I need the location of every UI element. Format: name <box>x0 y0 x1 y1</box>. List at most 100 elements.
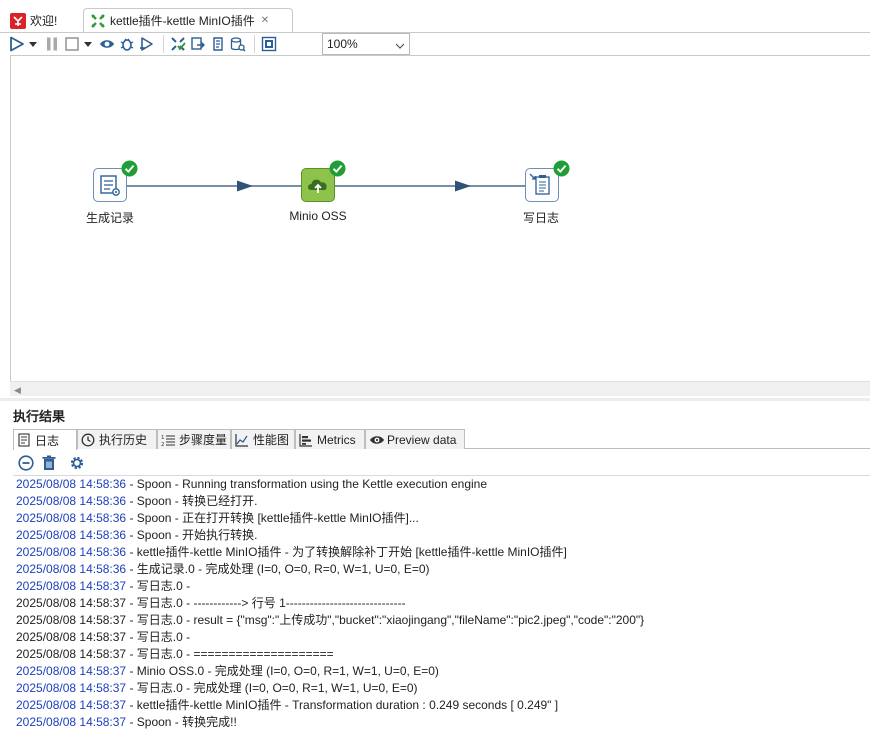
transformation-canvas[interactable]: 生成记录 Minio OSS 写日志 <box>10 55 870 396</box>
log-message: - Spoon - Running transformation using t… <box>126 477 487 491</box>
panel-sash[interactable] <box>0 398 870 401</box>
run-dropdown-icon[interactable] <box>28 35 38 53</box>
svg-text:1: 1 <box>161 435 165 441</box>
step-minio-oss[interactable] <box>301 168 335 202</box>
tab-metrics[interactable]: Metrics <box>295 429 365 449</box>
log-message: - 写日志.0 - 完成处理 (I=0, O=0, R=1, W=1, U=0,… <box>126 681 418 695</box>
explore-db-icon[interactable] <box>229 35 247 53</box>
log-line: 2025/08/08 14:58:37 - 写日志.0 - result = {… <box>16 612 870 629</box>
tab-preview-data[interactable]: Preview data <box>365 429 465 449</box>
tab-welcome[interactable]: 欢迎! <box>6 8 63 33</box>
results-title: 执行结果 <box>13 409 66 424</box>
tab-welcome-label: 欢迎! <box>30 14 58 28</box>
canvas-horizontal-scrollbar[interactable]: ◀ <box>10 381 870 396</box>
tab-log[interactable]: 日志 <box>13 429 77 450</box>
tab-preview-data-label: Preview data <box>387 432 457 447</box>
log-line: 2025/08/08 14:58:36 - Spoon - 正在打开转换 [ke… <box>16 510 870 527</box>
chevron-down-icon <box>395 38 405 52</box>
clear-log-icon[interactable] <box>40 454 58 472</box>
verify-icon[interactable] <box>169 35 187 53</box>
show-results-icon[interactable] <box>260 35 278 53</box>
step-label-minio-oss: Minio OSS <box>289 209 347 223</box>
log-message: - 生成记录.0 - 完成处理 (I=0, O=0, R=0, W=1, U=0… <box>126 562 430 576</box>
stop-dropdown-icon[interactable] <box>83 35 93 53</box>
log-message: - Spoon - 转换完成!! <box>126 715 237 729</box>
tab-transformation-label: kettle插件-kettle MinIO插件 <box>110 14 255 28</box>
tab-history-label: 执行历史 <box>99 433 148 447</box>
log-message: - Spoon - 开始执行转换. <box>126 528 258 542</box>
performance-icon <box>235 433 249 447</box>
close-tab-icon[interactable]: ✕ <box>260 15 270 26</box>
log-settings-icon[interactable] <box>68 454 86 472</box>
editor-tab-bar: 欢迎! kettle插件-kettle MinIO插件 ✕ <box>0 0 870 33</box>
impact-icon[interactable] <box>189 35 207 53</box>
log-line: 2025/08/08 14:58:37 - Minio OSS.0 - 完成处理… <box>16 663 870 680</box>
tab-bar-divider <box>0 32 870 33</box>
tab-log-label: 日志 <box>35 433 60 448</box>
toolbar-separator <box>163 35 164 53</box>
log-line: 2025/08/08 14:58:36 - Spoon - Running tr… <box>16 476 870 493</box>
preview-icon[interactable] <box>98 35 116 53</box>
log-message: - 写日志.0 - <box>126 630 191 644</box>
tab-history[interactable]: 执行历史 <box>77 429 157 449</box>
log-timestamp: 2025/08/08 14:58:36 <box>16 562 127 576</box>
pause-icon[interactable] <box>43 35 61 53</box>
log-line: 2025/08/08 14:58:37 - Spoon - 转换完成!! <box>16 714 870 731</box>
log-timestamp: 2025/08/08 14:58:37 <box>16 715 127 729</box>
log-line: 2025/08/08 14:58:37 - 写日志.0 - ==========… <box>16 646 870 663</box>
zoom-value: 100% <box>327 37 358 51</box>
log-timestamp: 2025/08/08 14:58:37 <box>16 613 127 627</box>
log-message: - kettle插件-kettle MinIO插件 - 为了转换解除补丁开始 [… <box>126 545 567 559</box>
transformation-toolbar: 100% <box>8 33 870 55</box>
log-message: - 写日志.0 - result = {"msg":"上传成功","bucket… <box>126 613 645 627</box>
log-timestamp: 2025/08/08 14:58:36 <box>16 494 127 508</box>
tab-transformation[interactable]: kettle插件-kettle MinIO插件 ✕ <box>83 8 293 33</box>
log-timestamp: 2025/08/08 14:58:37 <box>16 579 127 593</box>
stop-icon[interactable] <box>63 35 81 53</box>
toolbar-separator <box>254 35 255 53</box>
transformation-icon <box>90 13 106 29</box>
scroll-left-icon[interactable]: ◀ <box>14 385 21 395</box>
log-message: - kettle插件-kettle MinIO插件 - Transformati… <box>126 698 559 712</box>
log-timestamp: 2025/08/08 14:58:37 <box>16 681 127 695</box>
metrics-icon <box>299 433 313 447</box>
log-message: - Minio OSS.0 - 完成处理 (I=0, O=0, R=1, W=1… <box>126 664 439 678</box>
log-line: 2025/08/08 14:58:36 - Spoon - 开始执行转换. <box>16 527 870 544</box>
log-timestamp: 2025/08/08 14:58:37 <box>16 596 127 610</box>
log-message: - Spoon - 转换已经打开. <box>126 494 258 508</box>
step-ok-check-icon <box>329 160 346 177</box>
eye-icon <box>369 433 384 447</box>
zoom-select[interactable]: 100% <box>322 33 410 55</box>
run-icon[interactable] <box>8 35 26 53</box>
log-line: 2025/08/08 14:58:37 - 写日志.0 - 完成处理 (I=0,… <box>16 680 870 697</box>
hop-generate-to-minio[interactable] <box>127 178 307 194</box>
log-timestamp: 2025/08/08 14:58:37 <box>16 630 127 644</box>
log-line: 2025/08/08 14:58:36 - kettle插件-kettle Mi… <box>16 544 870 561</box>
sql-icon[interactable] <box>209 35 227 53</box>
step-generate-rows[interactable] <box>93 168 127 202</box>
hop-minio-to-writelog[interactable] <box>335 178 529 194</box>
log-output[interactable]: 2025/08/08 14:58:36 - Spoon - Running tr… <box>13 475 870 755</box>
write-log-icon <box>529 173 550 195</box>
tab-performance[interactable]: 性能图 <box>231 429 295 449</box>
svg-text:2: 2 <box>161 442 165 447</box>
log-message: - Spoon - 正在打开转换 [kettle插件-kettle MinIO插… <box>126 511 419 525</box>
log-line: 2025/08/08 14:58:37 - kettle插件-kettle Mi… <box>16 697 870 714</box>
log-line: 2025/08/08 14:58:37 - 写日志.0 - <box>16 578 870 595</box>
log-timestamp: 2025/08/08 14:58:36 <box>16 511 127 525</box>
history-icon <box>81 433 95 447</box>
generate-rows-icon <box>100 175 120 196</box>
log-line: 2025/08/08 14:58:37 - 写日志.0 - ----------… <box>16 595 870 612</box>
log-line: 2025/08/08 14:58:36 - 生成记录.0 - 完成处理 (I=0… <box>16 561 870 578</box>
step-write-log[interactable] <box>525 168 559 202</box>
log-message: - 写日志.0 - ------------> 行号 1------------… <box>126 596 406 610</box>
log-timestamp: 2025/08/08 14:58:36 <box>16 477 127 491</box>
minio-cloud-icon <box>308 179 327 193</box>
stop-log-icon[interactable] <box>17 454 35 472</box>
replay-icon[interactable] <box>138 35 156 53</box>
debug-icon[interactable] <box>118 35 136 53</box>
